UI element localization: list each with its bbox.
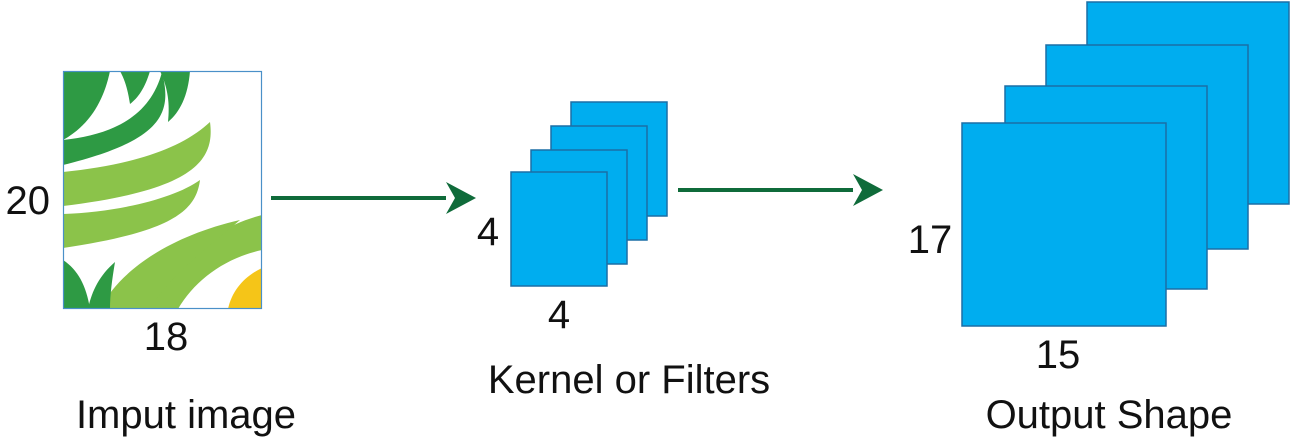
input-caption: Imput image [76, 393, 296, 437]
leaf-light-4 [100, 220, 240, 309]
kernel-stack [510, 101, 668, 287]
kernel-height-label: 4 [477, 210, 499, 254]
input-image [62, 70, 263, 310]
leaf-light-3 [150, 215, 262, 309]
leaf-dark-6 [88, 262, 115, 309]
leaf-artwork [63, 71, 262, 309]
input-width-label: 18 [144, 315, 189, 359]
leaf-light-1 [63, 122, 211, 206]
output-stack [961, 1, 1290, 327]
leaf-dark-2 [63, 72, 166, 165]
arrow-input-to-kernel [271, 182, 476, 214]
input-image-border [62, 70, 263, 310]
kernel-square-1 [510, 171, 608, 287]
arrow-kernel-to-output [678, 174, 883, 206]
leaf-dark-4 [160, 71, 190, 122]
leaf-dark-5 [63, 260, 90, 309]
leaf-accent [228, 268, 262, 309]
leaf-dark-3 [120, 71, 150, 104]
kernel-width-label: 4 [548, 293, 570, 337]
output-caption: Output Shape [986, 393, 1233, 437]
leaf-dark-1 [63, 71, 110, 140]
output-width-label: 15 [1036, 333, 1081, 377]
kernel-caption: Kernel or Filters [488, 358, 770, 402]
input-height-label: 20 [6, 179, 51, 223]
output-square-1 [961, 122, 1167, 327]
leaf-light-2 [63, 180, 200, 248]
output-height-label: 17 [908, 218, 953, 262]
